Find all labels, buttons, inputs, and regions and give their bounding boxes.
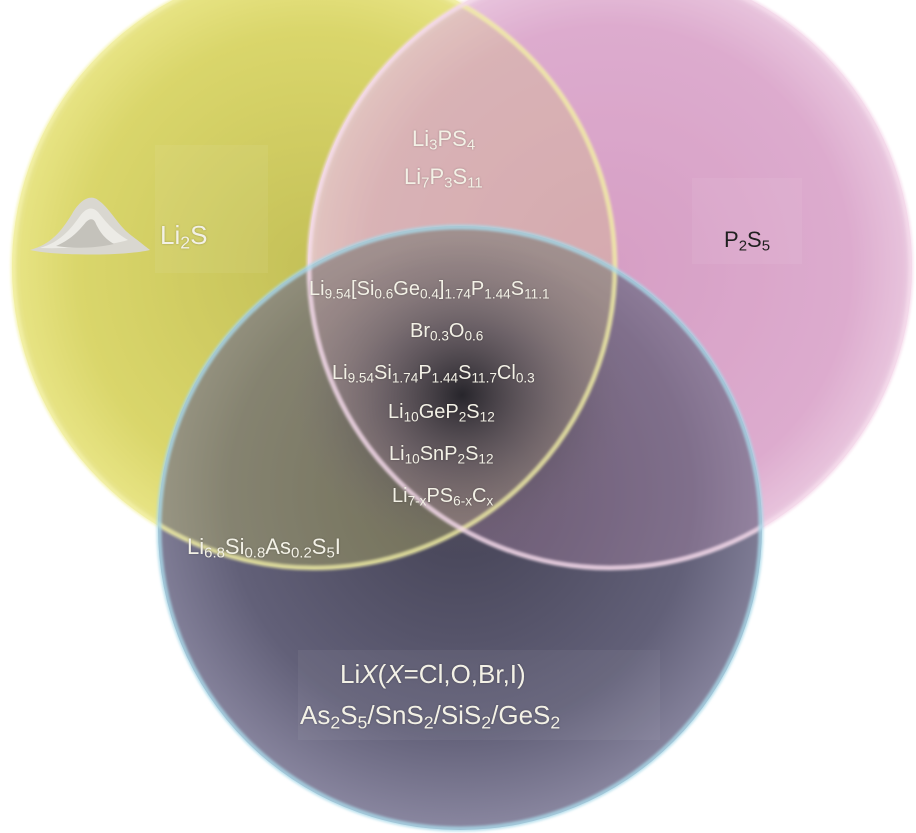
lix-label-line1: LiX(X=Cl,O,Br,I) bbox=[340, 659, 526, 689]
powder-pile-icon bbox=[30, 197, 150, 255]
li7p3s11-label: Li7P3S11 bbox=[404, 164, 483, 192]
p2s5-label: P2S5 bbox=[724, 227, 771, 255]
center-compound-4: Li10GeP2S12 bbox=[388, 401, 495, 425]
center-compound-3: Li9.54Si1.74P1.44S11.7Cl0.3 bbox=[332, 362, 535, 386]
li3ps4-label: Li3PS4 bbox=[412, 126, 476, 154]
center-compound-2: Br0.3O0.6 bbox=[410, 320, 484, 344]
li68si08as02s5i-label: Li6.8Si0.8As0.2S5I bbox=[187, 534, 341, 562]
center-compound-6: Li7-xPS6-xCx bbox=[392, 485, 494, 509]
center-shadow bbox=[292, 235, 632, 555]
li2s-label: Li2S bbox=[160, 220, 208, 253]
center-compound-5: Li10SnP2S12 bbox=[389, 443, 494, 467]
center-compound-1: Li9.54[Si0.6Ge0.4]1.74P1.44S11.1 bbox=[309, 278, 550, 302]
lix-label-line2: As2S5/SnS2/SiS2/GeS2 bbox=[300, 700, 561, 733]
